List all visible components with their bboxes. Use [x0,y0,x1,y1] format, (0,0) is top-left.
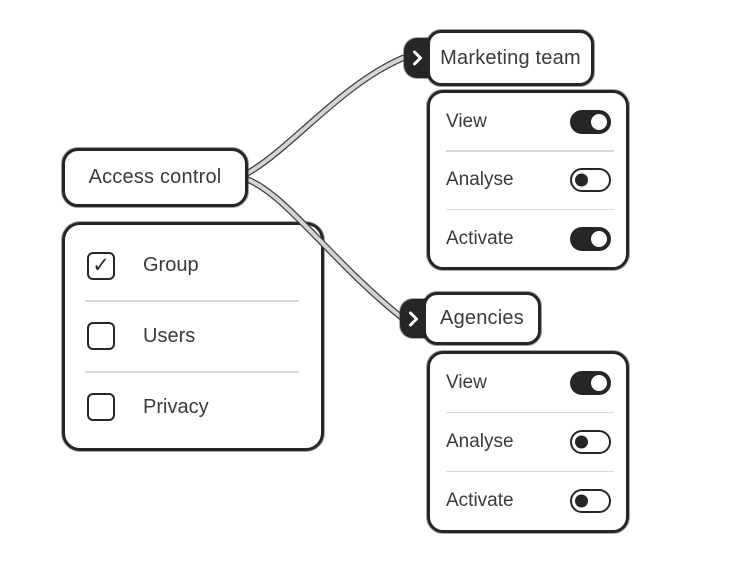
node-marketing-team[interactable]: Marketing team [427,30,594,86]
node-access-control-label: Access control [88,166,222,188]
toggle-knob [590,113,607,130]
toggle-knob [575,494,588,508]
toggle-knob [590,230,607,247]
permission-label-activate: Activate [446,227,514,249]
toggle-knob [590,374,607,391]
options-panel: ✓ Group ✓ Users ✓ Privacy [62,222,324,451]
toggle-view[interactable] [570,370,611,395]
row-divider [85,371,299,373]
permission-row-analyse: Analyse [430,152,626,209]
permission-row-view: View [430,354,626,412]
row-divider [446,150,614,152]
chevron-right-icon [413,50,422,66]
toggle-activate[interactable] [570,226,611,251]
connector-to-marketing-team [242,54,407,178]
permission-label-activate: Activate [446,490,514,512]
option-row-privacy[interactable]: ✓ Privacy [65,373,321,442]
permission-row-activate: Activate [430,210,626,267]
permission-label-analyse: Analyse [446,169,514,190]
permission-row-view: View [430,93,626,150]
row-divider [446,470,614,473]
option-row-users[interactable]: ✓ Users [65,302,321,371]
option-label-privacy: Privacy [143,395,209,418]
row-divider [446,411,614,414]
option-row-group[interactable]: ✓ Group [65,231,321,300]
checkmark-icon: ✓ [92,253,110,277]
permission-row-activate: Activate [430,472,626,530]
toggle-analyse[interactable] [570,168,611,192]
toggle-knob [575,173,588,187]
toggle-knob [575,435,588,449]
row-divider [446,208,614,210]
option-label-group: Group [143,254,199,277]
permissions-panel-marketing-team: View Analyse Activate [427,90,629,270]
permission-row-analyse: Analyse [430,413,626,471]
chevron-right-icon [409,311,418,326]
checkbox-users[interactable]: ✓ [87,322,115,351]
node-agencies-label: Agencies [440,307,524,329]
row-divider [85,300,299,302]
checkbox-privacy[interactable]: ✓ [87,393,115,422]
permission-label-analyse: Analyse [446,431,514,452]
permission-label-view: View [446,371,487,393]
option-label-users: Users [143,324,196,347]
node-marketing-team-label: Marketing team [440,46,581,69]
toggle-activate[interactable] [570,489,611,514]
checkbox-group[interactable]: ✓ [87,251,115,280]
permission-label-view: View [446,110,487,132]
toggle-analyse[interactable] [570,430,611,454]
node-access-control[interactable]: Access control [62,148,248,207]
toggle-view[interactable] [570,109,611,134]
permissions-panel-agencies: View Analyse Activate [427,351,629,533]
node-agencies[interactable]: Agencies [423,292,541,345]
